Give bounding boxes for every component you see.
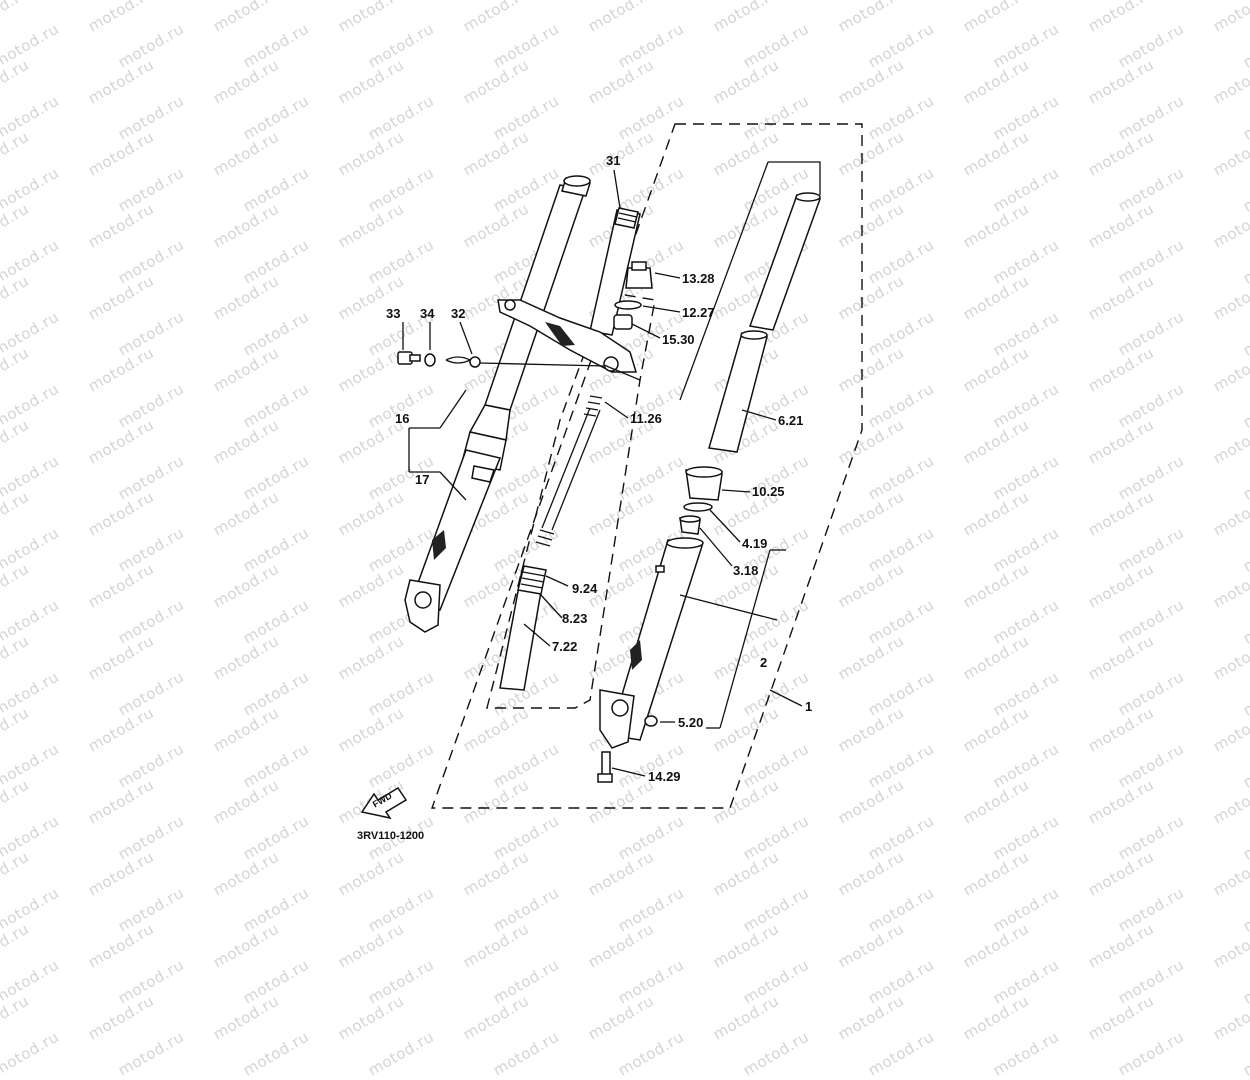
exploded-view-drawing: [360, 123, 863, 820]
watermark-text: motod.ru: [490, 1027, 563, 1080]
watermark-text: motod.ru: [0, 1027, 63, 1080]
clip-32: [445, 356, 481, 368]
o-ring-12: [614, 300, 642, 310]
cap-bolt-13: [625, 261, 653, 289]
inner-tube-6: [708, 192, 822, 453]
watermark-text: motod.ru: [1240, 1027, 1250, 1080]
under-bracket: [497, 299, 638, 373]
callout-14: 14.29: [648, 769, 681, 784]
watermark-text: motod.ru: [990, 1027, 1063, 1080]
callout-13: 13.28: [682, 271, 715, 286]
callout-2: 2: [760, 655, 768, 670]
callout-10: 10.25: [752, 484, 785, 499]
bolt-33: [397, 351, 421, 365]
watermark-text: motod.ru: [365, 1027, 438, 1080]
callout-1: 1: [805, 699, 813, 714]
callout-31: 31: [606, 153, 621, 168]
bolt-axis-line: [479, 362, 606, 367]
watermark-text: motod.ru: [115, 1027, 188, 1080]
callout-5: 5.20: [678, 715, 704, 730]
retaining-clip-4: [683, 502, 713, 512]
callout-12: 12.27: [682, 305, 715, 320]
bolt-14: [597, 751, 613, 783]
fwd-arrow-icon: [360, 786, 408, 820]
damper-rod-7: [499, 565, 547, 691]
outer-tube-2: [599, 537, 704, 749]
callout-32: 32: [451, 306, 466, 321]
callout-7: 7.22: [552, 639, 578, 654]
spring-11: [535, 395, 603, 547]
watermark-text: motod.ru: [1240, 955, 1250, 1008]
callout-6: 6.21: [778, 413, 804, 428]
left-fork-tube: [484, 175, 591, 411]
callout-4: 4.19: [742, 536, 768, 551]
washer-34: [424, 353, 436, 367]
spacer-15: [613, 314, 633, 330]
left-outer-tube: [404, 404, 511, 633]
watermark-text: motod.ru: [615, 1027, 688, 1080]
callout-3: 3.18: [733, 563, 759, 578]
callout-11: 11.26: [630, 411, 662, 426]
dust-seal-10: [685, 466, 723, 501]
callout-33: 33: [386, 306, 401, 321]
callout-34: 34: [420, 306, 435, 321]
watermark-text: motod.ru: [240, 1027, 313, 1080]
watermark-text: motod.ru: [865, 1027, 938, 1080]
watermark-text: motod.ru: [740, 1027, 813, 1080]
subassembly-boundary: [486, 291, 656, 709]
callout-9: 9.24: [572, 581, 598, 596]
watermark-text: motod.ru: [1115, 1027, 1188, 1080]
assembly-boundary: [431, 123, 863, 809]
callout-16: 16: [395, 411, 410, 426]
callout-8: 8.23: [562, 611, 588, 626]
washer-5: [644, 715, 658, 727]
diagram-code: 3RV110-1200: [357, 830, 425, 842]
callout-17: 17: [415, 472, 430, 487]
callout-15: 15.30: [662, 332, 695, 347]
oil-seal-3: [679, 515, 701, 535]
leader-lines: [402, 161, 821, 777]
right-fork-tube: [589, 207, 641, 336]
